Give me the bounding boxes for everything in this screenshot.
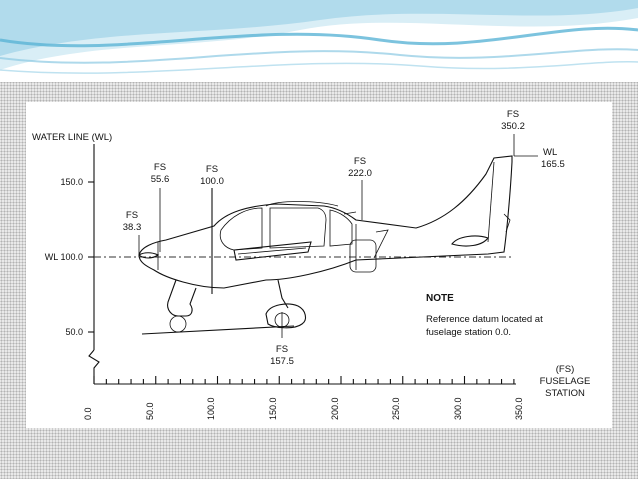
fs-157-5-label-2: 157.5 (270, 356, 294, 367)
y-tick-label: 50.0 (65, 327, 83, 337)
aircraft-reference-diagram: WATER LINE (WL) (FS) FUSELAGE STATION 15… (32, 109, 591, 420)
fs-38-3-label-1: FS (126, 210, 138, 221)
fs-100-label-2: 100.0 (200, 176, 224, 187)
note-title: NOTE (426, 293, 454, 304)
ground-line (141, 325, 295, 335)
fs-axis-label-2: FUSELAGE (540, 376, 591, 387)
fs-350-2-label-2: 350.2 (501, 121, 525, 132)
diagram-panel: WATER LINE (WL) (FS) FUSELAGE STATION 15… (26, 102, 612, 428)
fs-axis-label-3: STATION (545, 388, 585, 399)
wl-165-5-label-2: 165.5 (541, 159, 565, 170)
x-tick-label: 250.0 (391, 397, 401, 420)
note-line-1: Reference datum located at (426, 314, 543, 325)
note-line-2: fuselage station 0.0. (426, 327, 511, 338)
fs-55-6-label-2: 55.6 (151, 174, 170, 185)
fs-222-label-1: FS (354, 156, 366, 167)
fs-axis-label-1: (FS) (556, 364, 574, 375)
aircraft-outline (138, 155, 513, 333)
fs-222-label-2: 222.0 (348, 168, 372, 179)
y-tick-label: WL 100.0 (45, 252, 83, 262)
decorative-banner (0, 0, 638, 82)
x-tick-label: 200.0 (330, 397, 340, 420)
fs-100-label-1: FS (206, 164, 218, 175)
fs-157-5-label-1: FS (276, 344, 288, 355)
x-axis: 0.0 50.0 100.0 150.0 200.0 250.0 300.0 3… (83, 376, 524, 420)
x-tick-label: 350.0 (514, 397, 524, 420)
x-tick-label: 100.0 (206, 397, 216, 420)
y-axis: 150.0 WL 100.0 50.0 (45, 144, 100, 384)
fs-350-2-label-1: FS (507, 109, 519, 120)
fs-38-3-label-2: 38.3 (123, 222, 142, 233)
x-tick-label: 300.0 (453, 397, 463, 420)
x-tick-label: 150.0 (268, 397, 278, 420)
x-tick-label: 50.0 (145, 402, 155, 420)
water-line-axis-label: WATER LINE (WL) (32, 132, 112, 143)
fs-55-6-label-1: FS (154, 162, 166, 173)
x-tick-label: 0.0 (83, 407, 93, 420)
wl-165-5-label-1: WL (543, 147, 557, 158)
y-tick-label: 150.0 (60, 177, 83, 187)
